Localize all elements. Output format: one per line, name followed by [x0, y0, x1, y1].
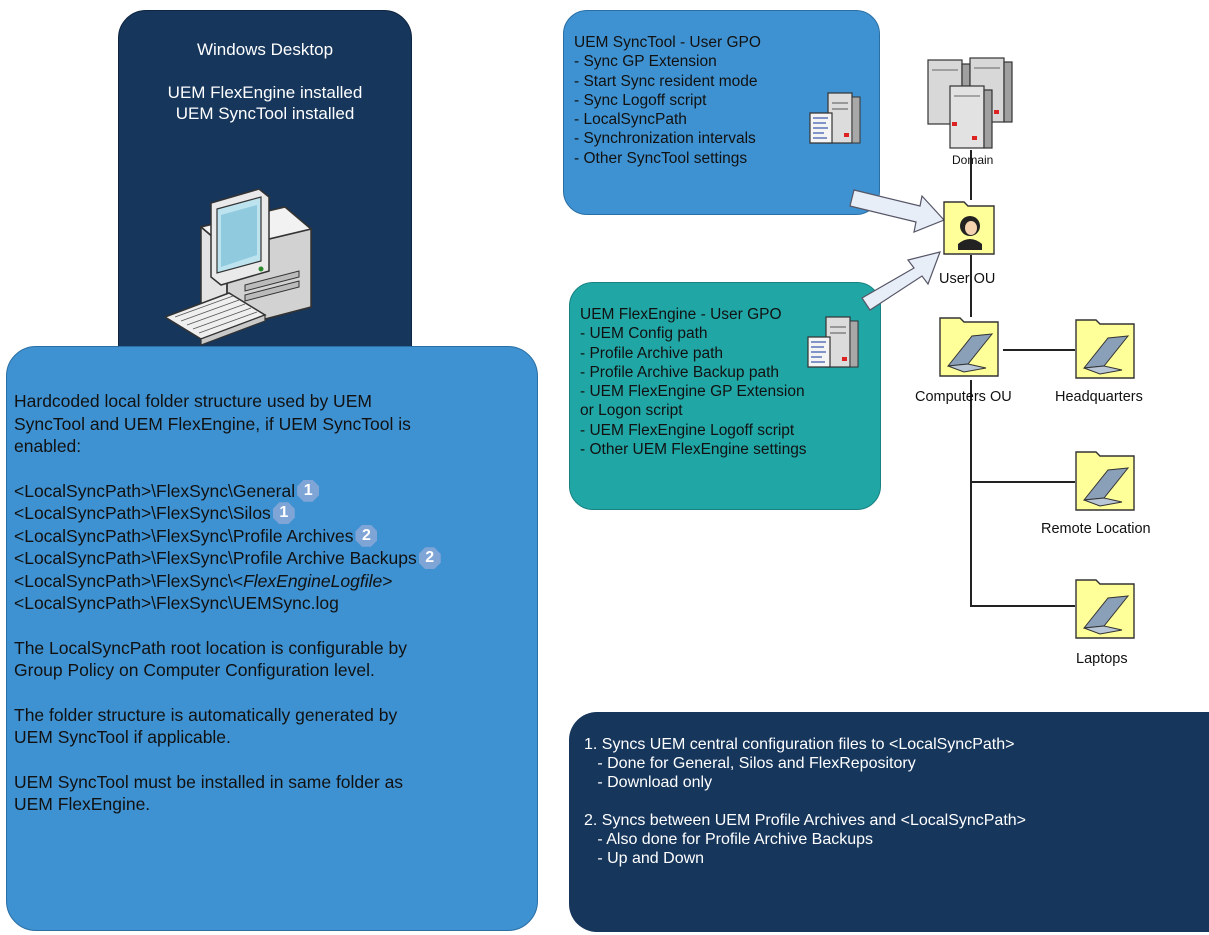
connector-user-computers	[970, 255, 972, 317]
connector-remote	[970, 481, 1075, 483]
step-badge: 1	[272, 502, 295, 525]
para3-line2: UEM FlexEngine.	[14, 794, 151, 814]
step-badge: 2	[418, 547, 441, 570]
note2-item: - Also done for Profile Archive Backups	[584, 831, 874, 848]
logfile-prefix: <LocalSyncPath>\FlexSync\<	[14, 570, 244, 591]
spacer	[119, 60, 411, 82]
synctool-arrow-icon	[849, 189, 946, 233]
path-logfile: <LocalSyncPath>\FlexSync\<FlexEngineLogf…	[14, 570, 537, 593]
domain-label: Domain	[952, 153, 994, 167]
local-intro-line3: enabled:	[14, 436, 82, 456]
headquarters-label: Headquarters	[1055, 389, 1143, 405]
flex-gpo-item: - Profile Archive Backup path	[580, 363, 780, 381]
local-folder-structure-box: Hardcoded local folder structure used by…	[6, 346, 538, 931]
path-profile-archives: <LocalSyncPath>\FlexSync\Profile Archive…	[14, 524, 537, 548]
connector-domain-user	[970, 150, 972, 200]
user-ou-icon	[942, 196, 998, 261]
para1-line2: Group Policy on Computer Configuration l…	[14, 660, 375, 680]
laptops-folder-icon	[1074, 576, 1138, 647]
script-server-icon	[806, 315, 862, 382]
flex-gpo-item: - UEM FlexEngine GP Extension	[580, 383, 805, 401]
path-silos: <LocalSyncPath>\FlexSync\Silos 1	[14, 502, 537, 525]
connector-headquarters	[1003, 349, 1075, 351]
sync-gpo-item: - LocalSyncPath	[574, 111, 687, 129]
para3-line1: UEM SyncTool must be installed in same f…	[14, 771, 404, 792]
flex-gpo-title: UEM FlexEngine - User GPO	[580, 306, 782, 323]
note1-item: - Done for General, Silos and FlexReposi…	[584, 755, 916, 772]
connector-computers-laptops	[970, 380, 972, 606]
headquarters-folder-icon	[1074, 316, 1138, 387]
path-profile-archive-backups: <LocalSyncPath>\FlexSync\Profile Archive…	[14, 547, 537, 570]
local-intro-line1: Hardcoded local folder structure used by…	[14, 391, 372, 411]
spacer	[14, 749, 537, 771]
desktop-flexengine-label: UEM FlexEngine installed	[167, 83, 363, 102]
sync-gpo-item: - Other SyncTool settings	[574, 149, 748, 167]
sync-gpo-item: - Sync GP Extension	[574, 53, 717, 71]
sync-notes-box: 1. Syncs UEM central configuration files…	[569, 712, 1209, 932]
path-text: <LocalSyncPath>\FlexSync\Silos	[14, 503, 271, 523]
remote-location-folder-icon	[1074, 448, 1138, 519]
note2-title: 2. Syncs between UEM Profile Archives an…	[584, 812, 1027, 829]
remote-location-label: Remote Location	[1041, 521, 1151, 537]
flex-gpo-item: - Other UEM FlexEngine settings	[580, 441, 807, 459]
path-text: <LocalSyncPath>\FlexSync\General	[14, 480, 296, 501]
step-badge: 1	[297, 479, 320, 502]
windows-desktop-box: Windows Desktop UEM FlexEngine installed…	[118, 10, 412, 378]
path-text: <LocalSyncPath>\FlexSync\Profile Archive…	[14, 525, 354, 546]
path-text: <LocalSyncPath>\FlexSync\Profile Archive…	[14, 548, 417, 568]
note2-item: - Up and Down	[584, 850, 705, 867]
synctool-gpo-box: UEM SyncTool - User GPO - Sync GP Extens…	[563, 10, 880, 215]
para2-line1: The folder structure is automatically ge…	[14, 704, 398, 725]
computers-ou-folder-icon	[938, 314, 1002, 385]
spacer	[14, 458, 537, 480]
para1-line1: The LocalSyncPath root location is confi…	[14, 637, 408, 658]
sync-gpo-item: - Synchronization intervals	[574, 130, 756, 148]
sync-gpo-title: UEM SyncTool - User GPO	[574, 34, 761, 51]
gpo-arrows	[849, 189, 946, 311]
sync-gpo-item: - Start Sync resident mode	[574, 72, 758, 90]
logfile-italic: FlexEngineLogfile	[243, 570, 383, 591]
local-intro-line2: SyncTool and UEM FlexEngine, if UEM Sync…	[14, 413, 411, 434]
flexengine-gpo-box: UEM FlexEngine - User GPO - UEM Config p…	[569, 282, 881, 510]
note1-item: - Download only	[584, 774, 713, 791]
step-badge: 2	[355, 524, 378, 547]
path-synclog: <LocalSyncPath>\FlexSync\UEMSync.log	[14, 592, 537, 615]
flex-gpo-item: or Logon script	[580, 402, 683, 420]
logfile-suffix: >	[382, 570, 393, 591]
flexengine-arrow-icon	[861, 251, 941, 311]
spacer	[584, 792, 1209, 811]
flex-gpo-item: - Profile Archive path	[580, 344, 724, 362]
domain-servers-icon	[924, 56, 1014, 157]
note1-title: 1. Syncs UEM central configuration files…	[584, 736, 1015, 753]
path-general: <LocalSyncPath>\FlexSync\General 1	[14, 479, 537, 503]
connector-laptops	[970, 605, 1075, 607]
flex-gpo-item: - UEM Config path	[580, 325, 708, 343]
flex-gpo-item: - UEM FlexEngine Logoff script	[580, 421, 795, 439]
script-server-icon	[808, 91, 864, 158]
desktop-computer-icon	[163, 188, 315, 354]
computers-ou-label: Computers OU	[915, 389, 1012, 405]
synclog-text: <LocalSyncPath>\FlexSync\UEMSync.log	[14, 593, 339, 613]
user-ou-label: User OU	[939, 271, 996, 287]
spacer	[14, 615, 537, 637]
laptops-label: Laptops	[1076, 651, 1128, 667]
desktop-title: Windows Desktop	[196, 40, 334, 59]
para2-line2: UEM SyncTool if applicable.	[14, 727, 231, 747]
spacer	[14, 682, 537, 704]
desktop-synctool-label: UEM SyncTool installed	[175, 104, 355, 123]
sync-gpo-item: - Sync Logoff script	[574, 91, 707, 109]
